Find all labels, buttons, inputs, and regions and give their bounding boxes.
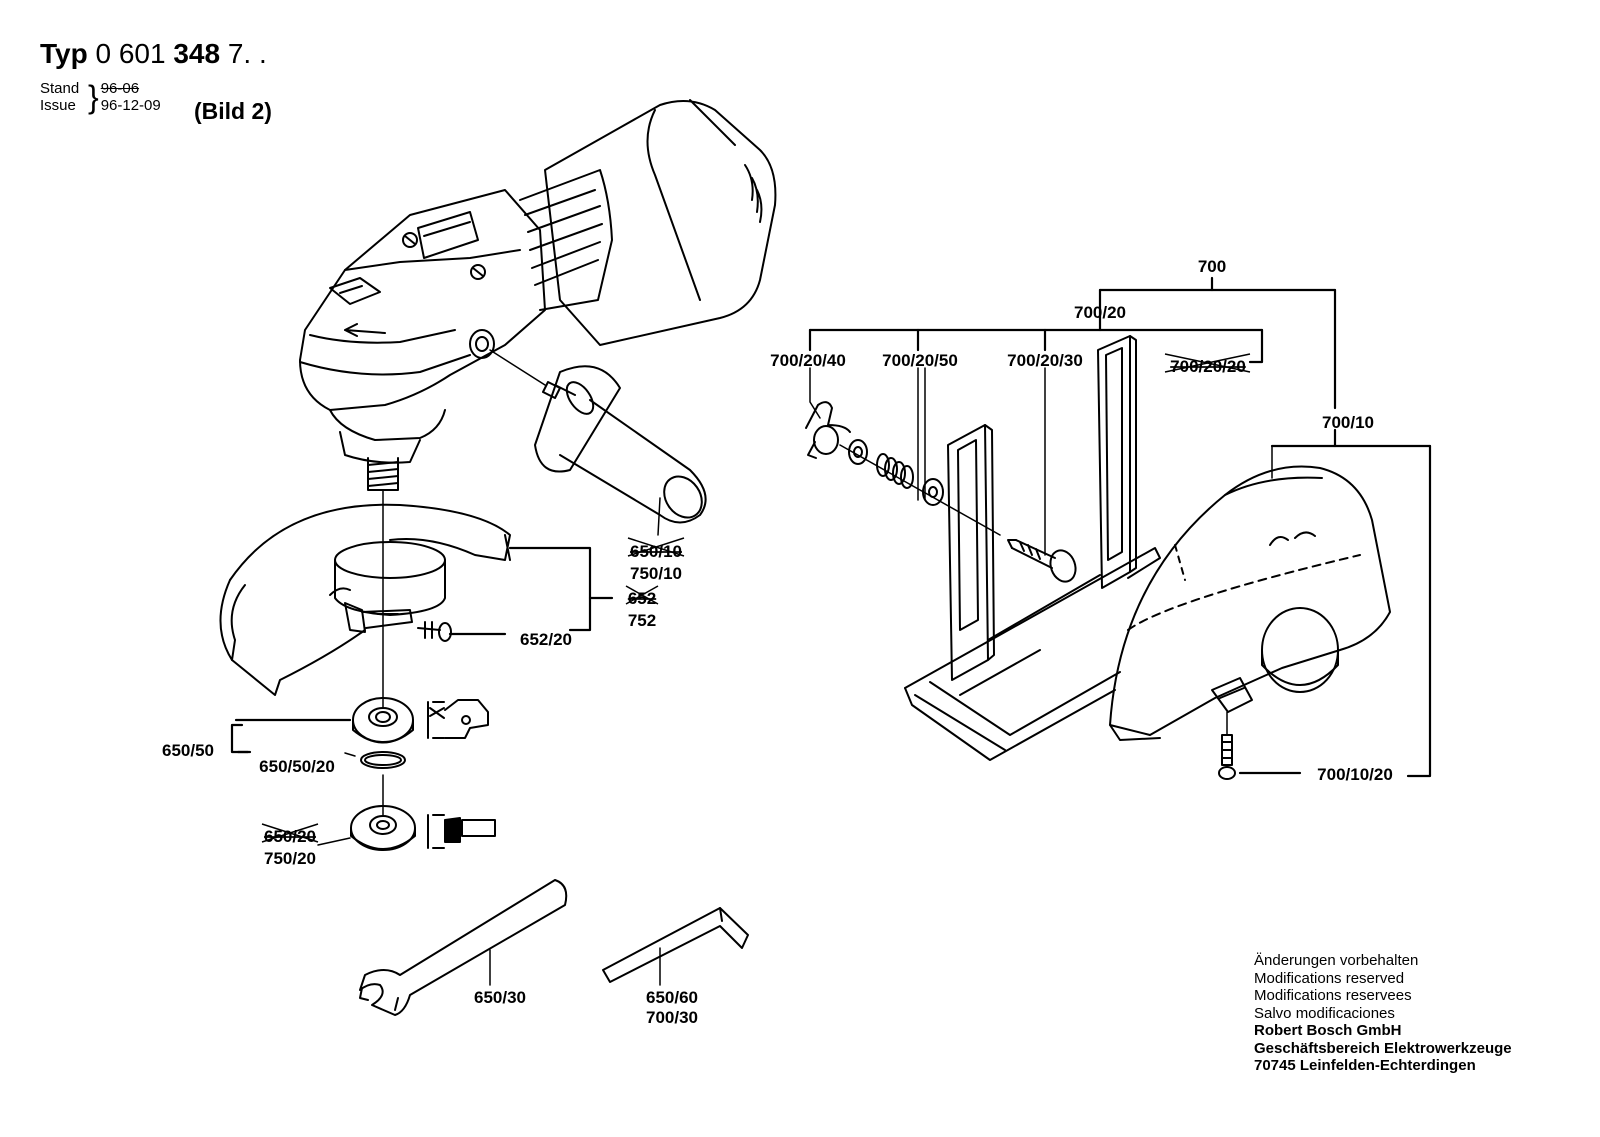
label-700-20-40: 700/20/40 xyxy=(770,351,846,370)
label-750-10: 750/10 xyxy=(630,564,682,583)
label-650-50-20: 650/50/20 xyxy=(259,757,335,776)
label-652-20: 652/20 xyxy=(520,630,572,649)
label-650-30: 650/30 xyxy=(474,988,526,1007)
typ-suffix: 7. . xyxy=(227,38,267,69)
label-700: 700 xyxy=(1198,257,1226,276)
flanges-drawing xyxy=(230,697,496,851)
footer-line-de: Änderungen vorbehalten xyxy=(1254,952,1419,969)
label-750-20: 750/20 xyxy=(264,849,316,868)
angle-grinder-drawing xyxy=(299,99,777,709)
footer-company: Robert Bosch GmbH xyxy=(1254,1022,1402,1039)
leader-tree xyxy=(808,276,1432,778)
cutting-guard-drawing xyxy=(1109,465,1391,780)
label-700-20-20-struck: 700/20/20 xyxy=(1170,357,1246,376)
footer-address: 70745 Leinfelden-Echterdingen xyxy=(1254,1057,1476,1074)
footer-notice: Änderungen vorbehalten Modifications res… xyxy=(1254,952,1512,1075)
label-650-20-struck: 650/20 xyxy=(264,827,316,846)
label-652-struck: 652 xyxy=(628,589,656,608)
label-700-30: 700/30 xyxy=(646,1008,698,1027)
footer-line-en: Modifications reserved xyxy=(1254,969,1405,987)
footer-division: Geschäftsbereich Elektrowerkzeuge xyxy=(1254,1039,1512,1057)
type-number: Typ 0 601 348 7. . xyxy=(40,38,267,70)
typ-n1: 0 xyxy=(95,38,112,69)
part-labels: 700 700/20 700/20/40 700/20/50 700/20/30… xyxy=(162,257,1393,1027)
cutting-guide-drawing xyxy=(805,335,1161,761)
issue-date: 96-12-09 xyxy=(100,97,161,114)
brace-icon: } xyxy=(88,79,99,115)
label-650-10-struck: 650/10 xyxy=(630,542,682,561)
label-700-10: 700/10 xyxy=(1322,413,1374,432)
issue-label: Issue xyxy=(40,97,76,114)
label-700-20: 700/20 xyxy=(1074,303,1126,322)
label-700-10-20: 700/10/20 xyxy=(1317,765,1393,784)
wheel-guard-drawing xyxy=(219,503,614,696)
tools-drawing xyxy=(359,879,749,1016)
typ-n2: 601 xyxy=(118,38,166,69)
side-handle-drawing xyxy=(534,365,707,536)
typ-n3: 348 xyxy=(173,38,221,69)
figure-label: (Bild 2) xyxy=(194,98,272,124)
strike-marks xyxy=(261,353,1251,843)
label-752: 752 xyxy=(628,611,656,630)
stand-label: Stand xyxy=(40,80,80,97)
footer-line-fr: Modifications reservees xyxy=(1254,987,1412,1004)
stand-issue-block: Stand Issue } 96-06 96-12-09 xyxy=(40,80,161,114)
label-650-60: 650/60 xyxy=(646,988,698,1007)
label-650-50: 650/50 xyxy=(162,741,214,760)
stand-date-old: 96-06 xyxy=(100,80,140,97)
label-700-20-50: 700/20/50 xyxy=(882,351,958,370)
label-700-20-30: 700/20/30 xyxy=(1007,351,1083,370)
footer-line-es: Salvo modificaciones xyxy=(1254,1004,1395,1022)
typ-prefix: Typ xyxy=(40,38,88,69)
